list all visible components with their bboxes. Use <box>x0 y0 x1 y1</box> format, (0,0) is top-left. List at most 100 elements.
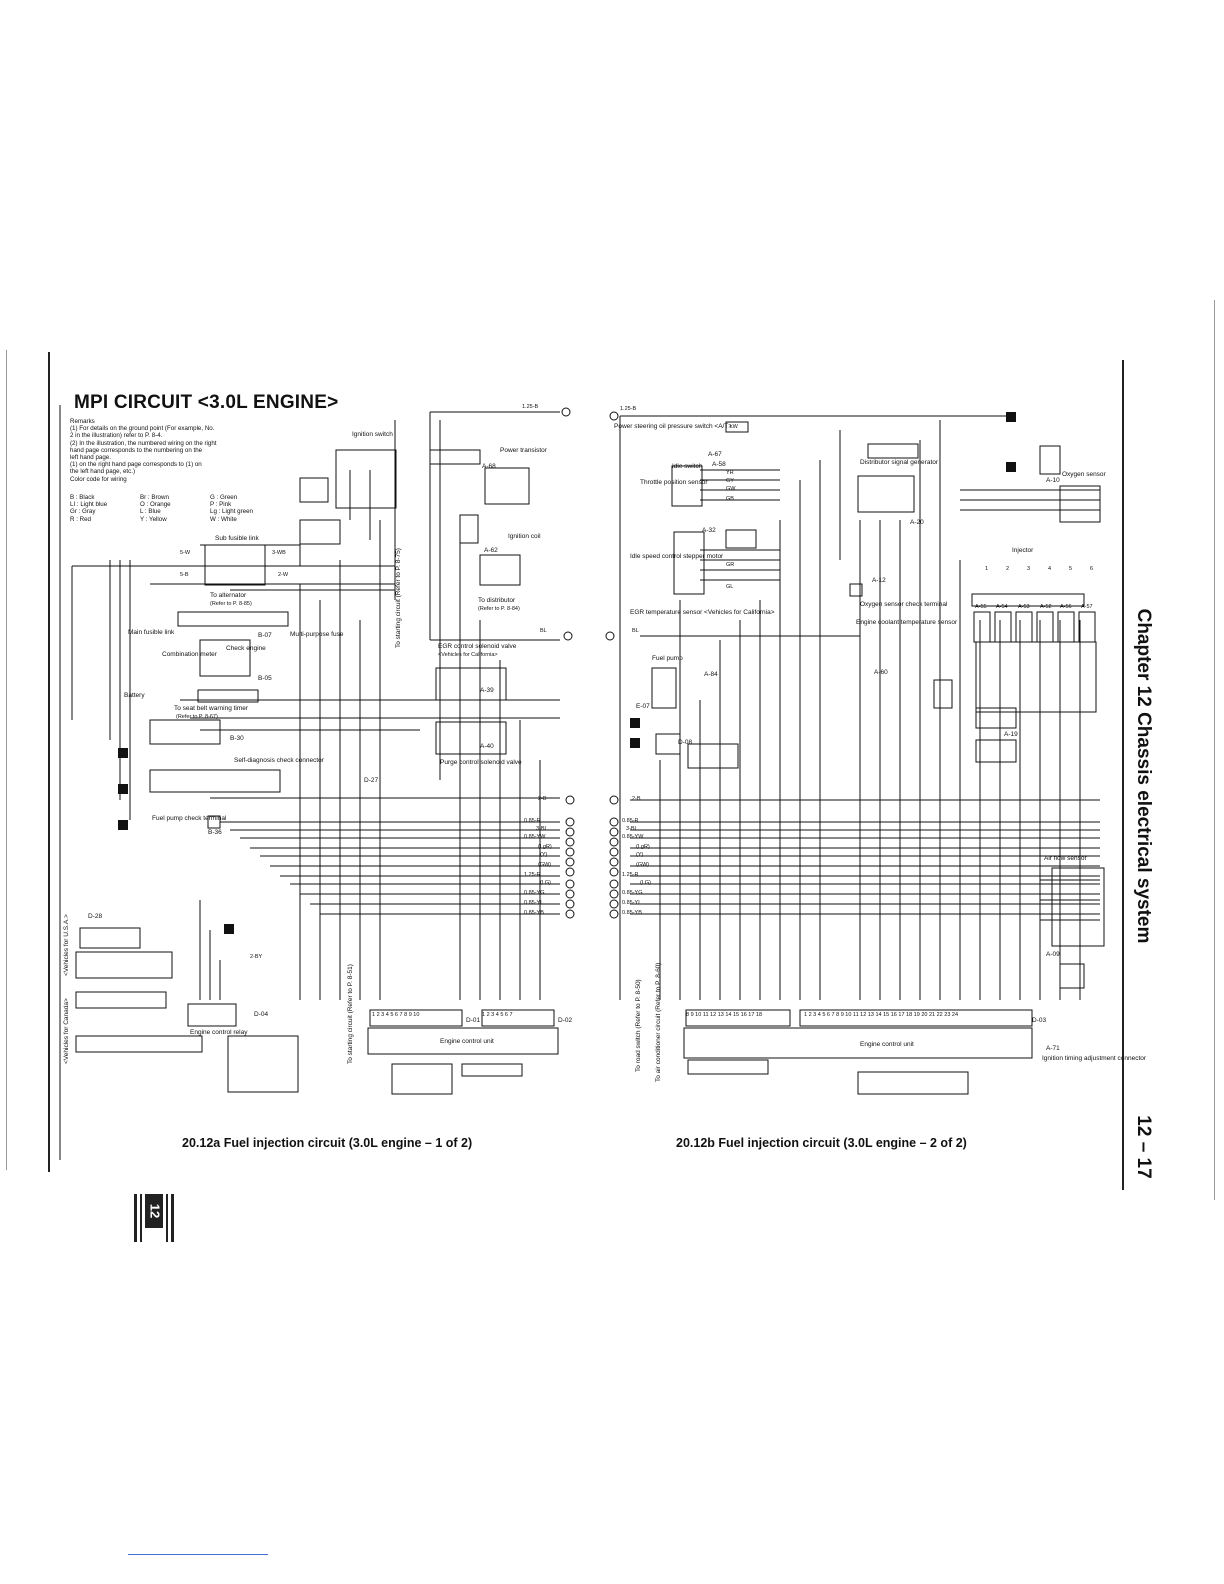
component-box <box>199 639 251 677</box>
vehicles-usa-label: <Vehicles for U.S.A.> <box>63 914 70 976</box>
sub-fusible-link-label: Sub fusible link <box>215 535 259 542</box>
injector-body <box>1078 611 1096 643</box>
component-box <box>849 583 863 597</box>
injector-number: 1 <box>985 566 988 572</box>
wire-label: 5-B <box>180 572 189 578</box>
component-box <box>1059 485 1101 523</box>
connector-label: A-09 <box>1046 951 1060 958</box>
self-diag-label: Self-diagnosis check connector <box>234 757 325 764</box>
color-code: Gr : Gray <box>70 508 96 516</box>
injector-number: 4 <box>1048 566 1051 572</box>
component-box <box>484 467 530 505</box>
component-box <box>799 1009 1033 1027</box>
connector-label: A-39 <box>480 687 494 694</box>
power-steering-label: Power steering oil pressure switch <A/T> <box>614 423 732 430</box>
air-flow-sensor-label: Air flow sensor <box>1044 855 1087 862</box>
component-box <box>299 477 329 503</box>
ecu-pin-row-b: 1 2 3 4 5 6 7 <box>482 1012 513 1018</box>
component-box <box>725 421 749 433</box>
connector-ref-circle <box>609 837 619 847</box>
page-number-text: 12 – 17 <box>1133 1115 1154 1179</box>
connector-ref-circle <box>565 889 575 899</box>
component-box <box>683 1027 1033 1059</box>
component-box <box>177 611 289 627</box>
injector-body <box>1015 611 1033 643</box>
wire-label: GR <box>726 562 734 568</box>
connector-ref-circle <box>563 631 573 641</box>
injector-label: Injector <box>1012 547 1034 554</box>
component-box <box>1051 867 1105 947</box>
idle-speed-label: Idle speed control stepper motor <box>630 553 724 560</box>
component-box <box>435 667 507 701</box>
wire-label: 2-B <box>632 796 641 802</box>
egr-temp-label: EGR temperature sensor <Vehicles for Cal… <box>630 609 775 616</box>
connector-label: A-58 <box>712 461 726 468</box>
wire-label: (LgR) <box>538 844 552 850</box>
throttle-position-label: Throttle position sensor <box>640 479 708 486</box>
connector-label: B-30 <box>230 735 244 742</box>
wire-label: (LG) <box>540 880 551 886</box>
component-boxes <box>75 421 1105 1095</box>
color-code: O : Orange <box>140 501 171 509</box>
connector-ref-circle <box>609 795 619 805</box>
component-box <box>149 769 281 793</box>
wire-label: 0.85-YL <box>524 900 543 906</box>
connector-ref-circle <box>565 867 575 877</box>
wire-label: (Y) <box>540 852 548 858</box>
connector-label: D-28 <box>88 913 102 920</box>
component-box <box>197 689 259 703</box>
wire-label: LW <box>730 424 739 430</box>
wire-label: 2-B <box>538 796 547 802</box>
wire-label: 0.85-YB <box>524 910 544 916</box>
injector-connector-label: A-54 <box>996 604 1008 610</box>
connector-ref-circle <box>565 817 575 827</box>
figure-caption-left: 20.12a Fuel injection circuit (3.0L engi… <box>182 1136 473 1150</box>
component-box <box>975 739 1017 763</box>
wire-label: GY <box>726 478 734 484</box>
remarks-line: the left hand page, etc.) <box>70 468 136 476</box>
component-box <box>687 1059 769 1075</box>
wire-label: GL <box>726 584 733 590</box>
seat-belt-ref: (Refer to P. 8-67) <box>176 714 218 720</box>
page-number: 12 – 17 <box>1128 1112 1158 1182</box>
wire-label: (GW) <box>636 862 649 868</box>
connector-label: D-27 <box>364 777 378 784</box>
page-title: MPI CIRCUIT <3.0L ENGINE> <box>74 392 339 413</box>
ground-marker <box>1006 462 1016 472</box>
purge-valve-label: Purge control solenoid valve <box>440 759 522 766</box>
chapter-tab: Chapter 12 Chassis electrical system <box>1128 596 1158 956</box>
connector-label: D-04 <box>254 1011 268 1018</box>
to-alternator-label: To alternator <box>210 592 247 599</box>
connector-label: D-01 <box>466 1017 480 1024</box>
component-box <box>75 991 167 1009</box>
egr-valve-label: EGR control solenoid valve <box>438 643 517 650</box>
component-box <box>673 531 705 595</box>
color-code: W : White <box>210 515 237 523</box>
fuel-pump-label: Fuel pump <box>652 655 683 662</box>
check-engine-label: Check engine <box>226 645 266 652</box>
remarks-line: (2) In the illustration, the numbered wi… <box>70 439 217 447</box>
connector-label: A-12 <box>872 577 886 584</box>
wire-label: 3-BL <box>626 826 638 832</box>
ground-marker <box>118 748 128 758</box>
component-box <box>651 667 677 709</box>
connector-label: A-62 <box>484 547 498 554</box>
wire-label: 0.85-R <box>622 818 639 824</box>
component-box <box>227 1035 299 1093</box>
starting-circuit-label-2: To starting circuit (Refer to P. 8-51) <box>347 964 354 1064</box>
component-box <box>204 544 266 586</box>
wire-label: 1.25-B <box>522 404 539 410</box>
injector-connector-label: A-56 <box>1060 604 1072 610</box>
connector-label: D-02 <box>558 1017 572 1024</box>
wire-label: 3-WB <box>272 550 286 556</box>
wire-label: 0.85-YB <box>622 910 642 916</box>
connector-ref-circle <box>605 631 615 641</box>
ecu-pin-row-b-right: 8 9 10 11 12 13 14 15 16 17 18 <box>686 1012 762 1018</box>
color-code: L : Blue <box>140 508 161 516</box>
connector-label: D-08 <box>678 739 692 746</box>
page-frame-right <box>1122 360 1124 1190</box>
connector-ref-circle <box>561 407 571 417</box>
egr-valve-note: <Vehicles for California> <box>438 652 498 658</box>
wire-label: 1.25-R <box>524 872 541 878</box>
wire-label: GB <box>726 496 734 502</box>
